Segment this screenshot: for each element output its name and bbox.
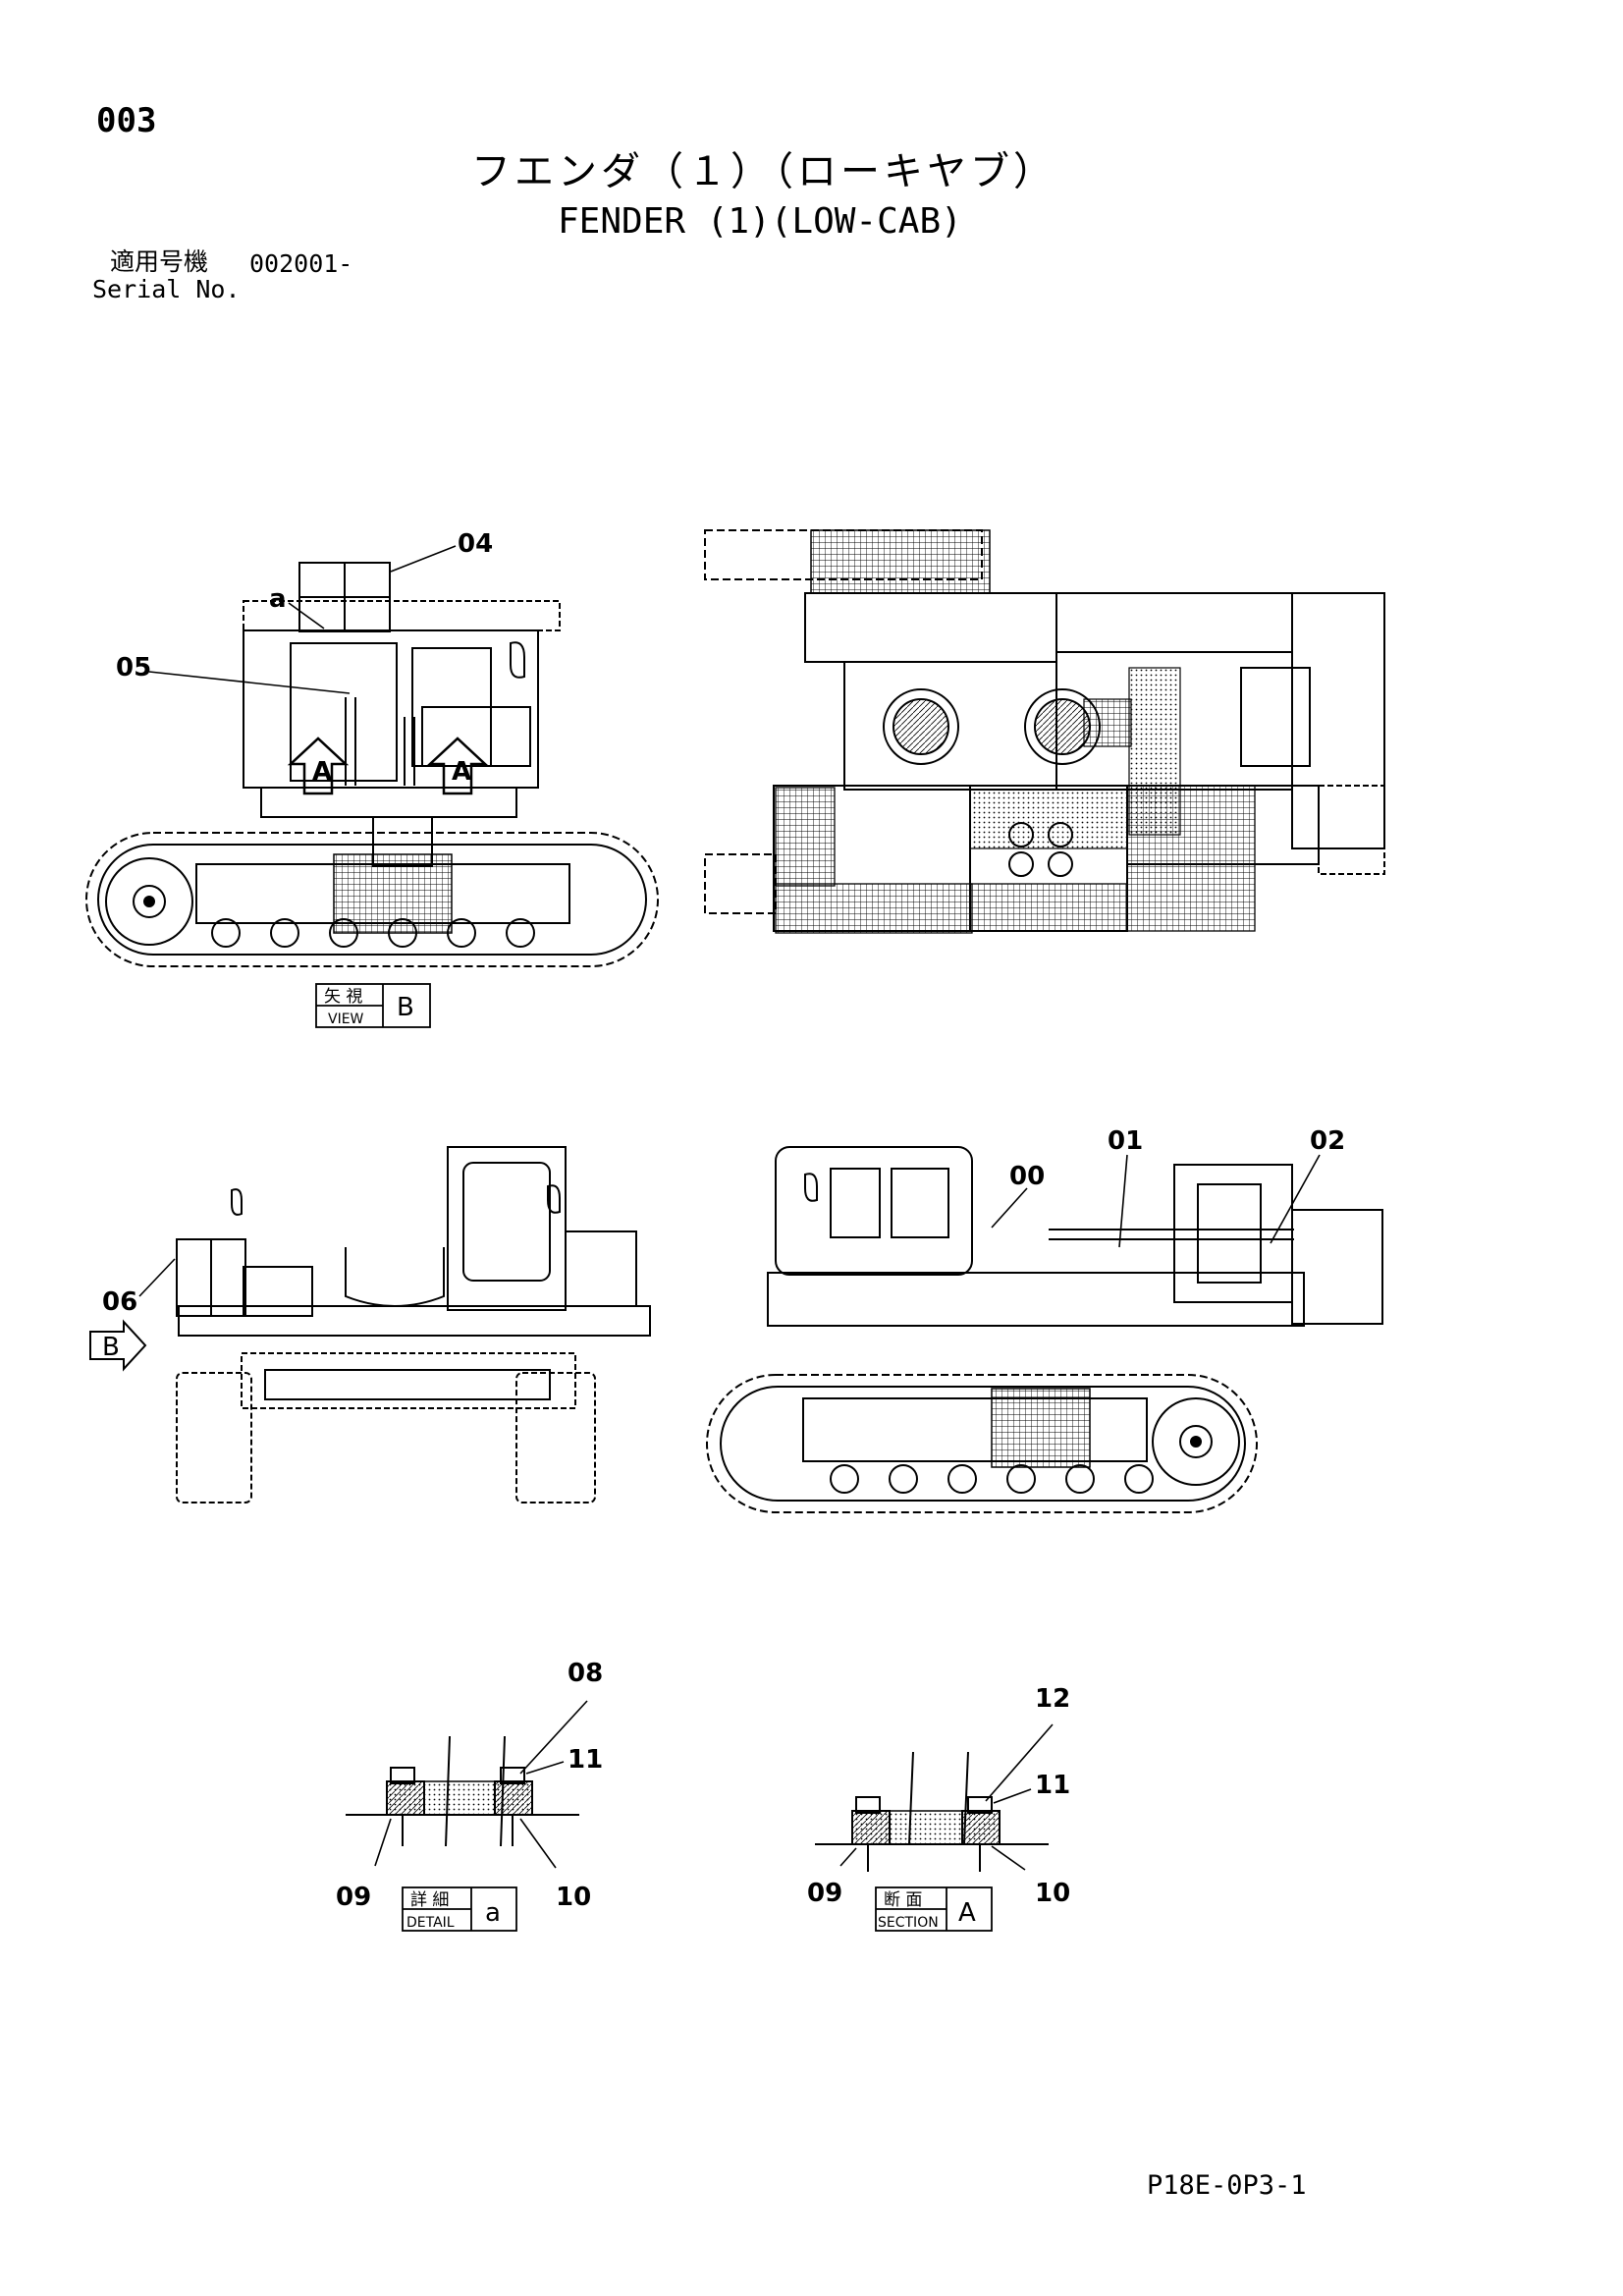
front-view-rollers bbox=[211, 918, 535, 948]
page-title-english: FENDER (1)(LOW-CAB) bbox=[558, 201, 962, 242]
detail-a-drawing bbox=[346, 1735, 579, 1847]
top-view-drawing bbox=[704, 529, 1385, 934]
arrow-b-letter: B bbox=[102, 1333, 120, 1362]
callout-11-detail: 11 bbox=[568, 1745, 603, 1775]
section-a-tag-letter: A bbox=[958, 1898, 976, 1928]
detail-a-tag-en: DETAIL bbox=[406, 1915, 455, 1931]
callout-a: a bbox=[269, 584, 287, 614]
view-b-tag bbox=[315, 983, 431, 1028]
callout-00: 00 bbox=[1009, 1162, 1045, 1191]
detail-a-tag-jp: 詳 細 bbox=[410, 1890, 449, 1910]
callout-02: 02 bbox=[1310, 1126, 1345, 1156]
arrow-a-left-letter: A bbox=[312, 757, 332, 787]
callout-09-detail: 09 bbox=[336, 1883, 371, 1912]
callout-06: 06 bbox=[102, 1287, 137, 1317]
document-code: P18E-0P3-1 bbox=[1147, 2170, 1307, 2201]
callout-10-detail: 10 bbox=[556, 1883, 591, 1912]
serial-label-japanese: 適用号機 bbox=[110, 247, 209, 276]
section-a-tag bbox=[875, 1886, 993, 1932]
view-b-tag-jp: 矢 視 bbox=[324, 987, 362, 1007]
callout-12: 12 bbox=[1035, 1684, 1070, 1714]
section-a-tag-en: SECTION bbox=[878, 1915, 939, 1931]
detail-a-tag bbox=[402, 1886, 517, 1932]
serial-number-value: 002001- bbox=[249, 249, 353, 278]
front-view-drawing bbox=[85, 562, 659, 967]
callout-10-section: 10 bbox=[1035, 1879, 1070, 1908]
section-a-tag-jp: 断 面 bbox=[884, 1890, 922, 1910]
view-b-tag-letter: B bbox=[397, 993, 414, 1022]
serial-label-english: Serial No. bbox=[92, 275, 241, 303]
arrow-b-marker bbox=[89, 1319, 147, 1372]
section-a-drawing bbox=[815, 1751, 1049, 1872]
callout-01: 01 bbox=[1108, 1126, 1143, 1156]
callout-08: 08 bbox=[568, 1659, 603, 1688]
callout-11-section: 11 bbox=[1035, 1771, 1070, 1800]
rear-view-drawing bbox=[176, 1146, 651, 1503]
callout-04: 04 bbox=[458, 529, 493, 559]
page-number: 003 bbox=[96, 101, 157, 140]
detail-a-tag-letter: a bbox=[485, 1898, 501, 1928]
callout-09-section: 09 bbox=[807, 1879, 842, 1908]
arrow-a-right-letter: A bbox=[452, 757, 471, 787]
page-title-japanese: フエンダ（１）（ローキヤブ） bbox=[471, 149, 1056, 194]
side-view-drawing bbox=[706, 1146, 1383, 1513]
view-b-tag-en: VIEW bbox=[328, 1011, 364, 1027]
callout-05: 05 bbox=[116, 653, 151, 683]
leader-lines bbox=[138, 545, 1321, 1871]
side-view-rollers bbox=[830, 1464, 1154, 1494]
